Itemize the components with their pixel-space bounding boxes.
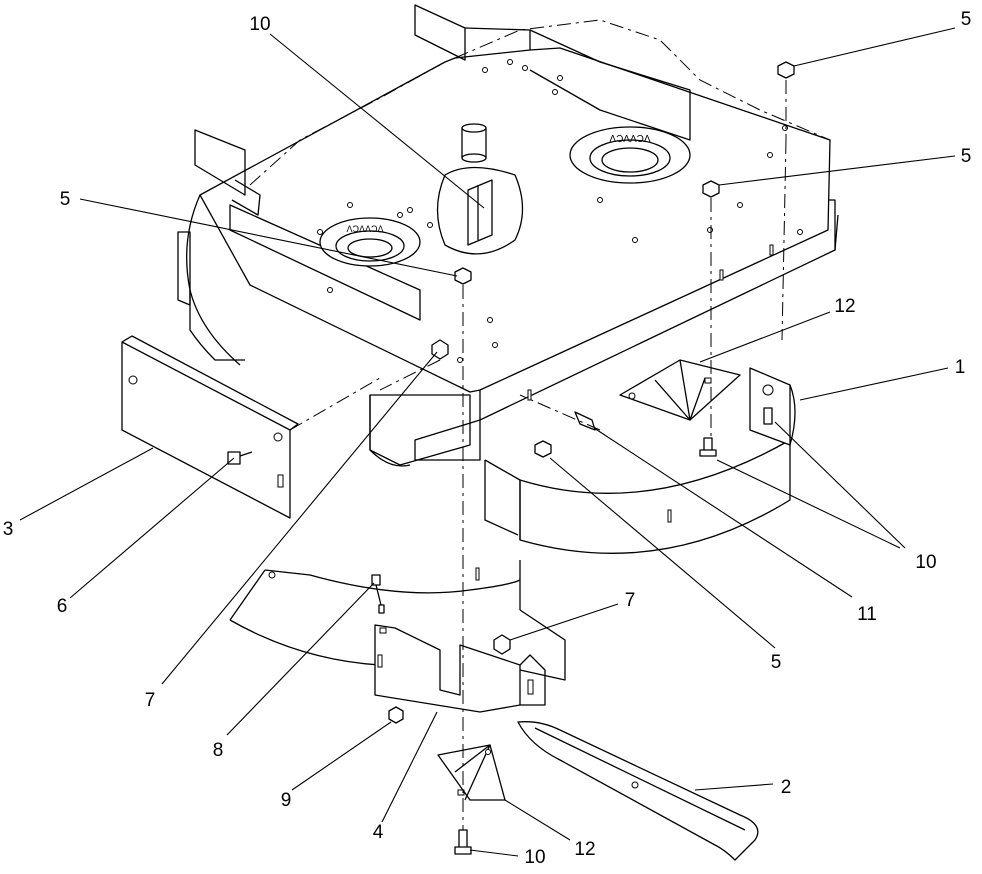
callout-5-left: 5 bbox=[60, 189, 71, 210]
part-3-plate bbox=[121, 335, 299, 519]
callout-8: 8 bbox=[213, 740, 224, 761]
callout-3: 3 bbox=[3, 519, 14, 540]
part-1-bracket bbox=[749, 367, 796, 446]
part-2-blade bbox=[517, 721, 759, 861]
leader-lines bbox=[19, 27, 956, 857]
callout-10-top: 10 bbox=[249, 14, 270, 35]
callout-6: 6 bbox=[57, 596, 68, 617]
callout-10-right: 10 bbox=[915, 552, 936, 573]
callout-11: 11 bbox=[857, 604, 877, 625]
callout-5-mid-right: 5 bbox=[961, 146, 972, 167]
center-spindle bbox=[436, 123, 524, 255]
part-10-bottom-bolt bbox=[454, 829, 472, 855]
callout-10-bottom: 10 bbox=[524, 847, 545, 868]
callout-labels: 10 5 5 5 12 1 3 10 6 11 7 7 5 8 2 9 4 12… bbox=[3, 9, 972, 868]
callout-7-right: 7 bbox=[625, 590, 636, 611]
left-spindle-housing: ΛƆΛΛƆΛ bbox=[319, 217, 421, 267]
part-12-lower-wedge bbox=[437, 744, 506, 801]
part-7-nuts bbox=[431, 339, 511, 655]
rear-baffle bbox=[369, 394, 481, 467]
callout-9: 9 bbox=[281, 790, 292, 811]
callout-12-lower: 12 bbox=[574, 839, 595, 860]
part-10-right-bolts bbox=[699, 407, 773, 457]
part-11-bolt bbox=[574, 411, 596, 431]
deck-housing bbox=[177, 4, 839, 421]
callout-5-top-right: 5 bbox=[961, 9, 972, 30]
alignment-lines bbox=[289, 80, 787, 830]
callout-12-upper: 12 bbox=[834, 296, 855, 317]
left-stamp-text: ΛƆΛΛƆΛ bbox=[346, 224, 383, 234]
part-9-nut bbox=[388, 706, 404, 724]
right-spindle-housing: ΛƆΛΛƆΛ bbox=[569, 126, 691, 184]
callout-5-bottom: 5 bbox=[771, 652, 782, 673]
part-5-nuts bbox=[454, 61, 795, 458]
part-8-bolt bbox=[371, 574, 385, 614]
part-12-upper-wedge bbox=[619, 359, 741, 421]
right-stamp-text: ΛƆΛΛƆΛ bbox=[609, 134, 650, 145]
callout-2: 2 bbox=[781, 777, 792, 798]
callout-7-left: 7 bbox=[145, 690, 156, 711]
lower-skirts bbox=[229, 439, 791, 681]
callout-4: 4 bbox=[373, 822, 384, 843]
part-4-deflector bbox=[374, 624, 546, 713]
callout-1: 1 bbox=[955, 357, 966, 378]
